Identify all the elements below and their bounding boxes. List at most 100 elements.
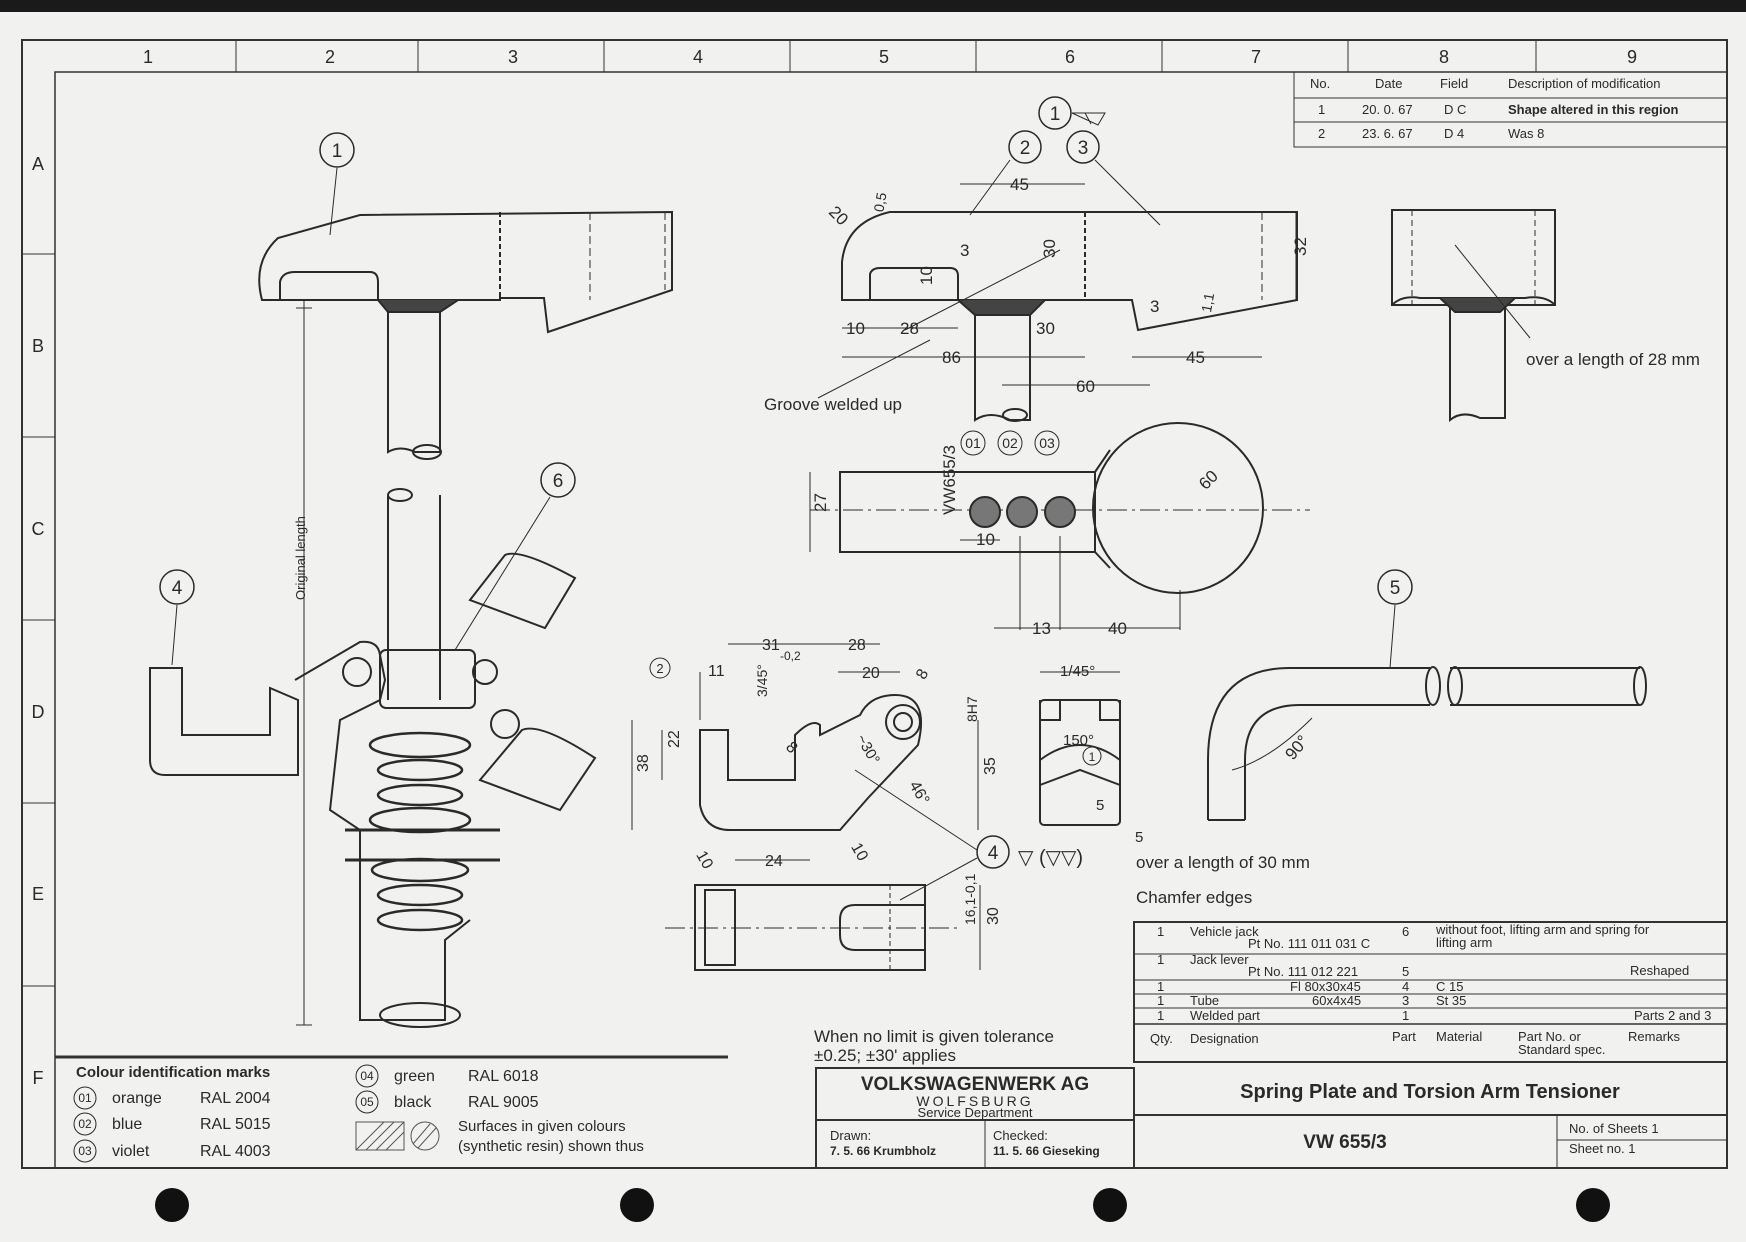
dim-label: 1/45° — [1060, 663, 1095, 680]
dim-label: 38 — [635, 754, 652, 772]
surface-symbol: ▽ (▽▽) — [1018, 847, 1083, 869]
parts-qty: 1 — [1157, 1008, 1164, 1023]
callout-label: 2 — [1020, 138, 1031, 159]
parts-material: lifting arm — [1436, 935, 1492, 950]
parts-part: 1 — [1402, 1008, 1409, 1023]
callout-label: 4 — [172, 578, 183, 599]
rev-header: Field — [1440, 76, 1468, 91]
parts-designation: Fl 80x30x45 — [1290, 979, 1361, 994]
company-block — [815, 1067, 1135, 1169]
grid-col-label: 7 — [1251, 47, 1261, 67]
vehicle-jack-view — [149, 552, 597, 1028]
dim-label: 30 — [1036, 319, 1055, 338]
colour-ral: RAL 4003 — [200, 1143, 271, 1160]
drawing-number: VW 655/3 — [1303, 1132, 1386, 1153]
welded-part-detail-view — [841, 211, 1298, 422]
parts-header: Standard spec. — [1518, 1042, 1605, 1057]
column-labels: 1 2 3 4 5 6 7 8 9 — [143, 47, 1637, 67]
colour-code: 04 — [360, 1069, 374, 1083]
dim-label: 5 — [1096, 797, 1104, 814]
company-name: VOLKSWAGENWERK AG — [861, 1074, 1089, 1095]
plan-view-dims: 24 16,1-0,1 30 — [765, 853, 1002, 925]
callout-5: 5 — [1377, 569, 1413, 669]
grid-row-label: C — [32, 519, 45, 539]
rev-header: Date — [1375, 76, 1402, 91]
callout-group-123: 1 2 3 1 — [319, 96, 1161, 236]
drawn-value: 7. 5. 66 Krumbholz — [830, 1144, 936, 1158]
dim-label: 1,1 — [1198, 291, 1217, 313]
colour-ral: RAL 2004 — [200, 1090, 271, 1107]
sheet-count: No. of Sheets 1 — [1569, 1121, 1659, 1136]
rev-cell: Was 8 — [1508, 126, 1544, 141]
dim-label: 3 — [1150, 297, 1159, 316]
callout-label: 5 — [1390, 578, 1401, 599]
tolerance-note: When no limit is given tolerance — [814, 1027, 1054, 1046]
colour-name: violet — [112, 1143, 150, 1160]
parts-designation: Welded part — [1190, 1008, 1260, 1023]
parts-list-rows: 1 Vehicle jack Pt No. 111 011 031 C 6 wi… — [1150, 922, 1711, 1057]
end-view — [1391, 209, 1556, 423]
parts-part: 4 — [1402, 979, 1409, 994]
grid-col-label: 9 — [1627, 47, 1637, 67]
tolerance-note: ±0.25; ±30' applies — [814, 1046, 956, 1065]
dim-label: 35 — [982, 757, 999, 775]
callout-4-and-6-left: 4 6 — [159, 462, 576, 666]
spring-plate-dim-lines — [631, 643, 979, 830]
rev-cell: 2 — [1318, 126, 1325, 141]
colour-code: 01 — [965, 435, 981, 451]
chamfer-detail-dims: 1/45° 150° 5 5 — [1060, 663, 1143, 846]
parts-qty: 1 — [1157, 993, 1164, 1008]
colour-code: 03 — [1039, 435, 1055, 451]
spring-plate-plan-view — [665, 859, 981, 971]
colour-name: orange — [112, 1090, 162, 1107]
colour-legend: 01 02 03 04 05 orange RAL 2004 blue RAL … — [73, 1064, 539, 1163]
dim-label: 16,1-0,1 — [962, 873, 978, 925]
dim-label: 28 — [848, 637, 866, 654]
stamp-label: VW655/3 — [940, 445, 959, 515]
parts-qty: 1 — [1157, 979, 1164, 994]
parts-remarks: Reshaped — [1630, 963, 1689, 978]
colour-ral: RAL 5015 — [200, 1116, 271, 1133]
grid-col-label: 6 — [1065, 47, 1075, 67]
parts-material: St 35 — [1436, 993, 1466, 1008]
over-30-note: over a length of 30 mm — [1136, 853, 1310, 872]
welded-part-view — [258, 210, 673, 1026]
spring-plate-view — [699, 693, 923, 831]
rev-header: Description of modification — [1508, 76, 1660, 91]
grid-row-label: F — [33, 1068, 44, 1088]
callout-label: 3 — [1078, 138, 1089, 159]
surfaces-note: (synthetic resin) shown thus — [458, 1138, 644, 1155]
colour-code: 05 — [360, 1095, 374, 1109]
grid-col-label: 4 — [693, 47, 703, 67]
dim-label: 22 — [666, 730, 683, 748]
parts-part: 5 — [1402, 964, 1409, 979]
dim-label: 10 — [847, 840, 871, 864]
rev-cell: D 4 — [1444, 126, 1464, 141]
colour-name: black — [394, 1094, 432, 1111]
grid-col-label: 3 — [508, 47, 518, 67]
parts-designation: Pt No. 111 011 031 C — [1248, 936, 1370, 951]
detail-view-dim-lines — [817, 183, 1297, 399]
parts-header: Material — [1436, 1029, 1482, 1044]
colour-name: blue — [112, 1116, 142, 1133]
chamfer-detail-view — [1039, 671, 1121, 826]
colour-ral: RAL 6018 — [468, 1068, 539, 1085]
jack-lever-view — [1207, 666, 1647, 821]
dim-label: 32 — [1291, 237, 1310, 256]
rev-cell: 1 — [1318, 102, 1325, 117]
dim-label: 30 — [985, 907, 1002, 925]
callout-label: 1 — [1089, 750, 1096, 764]
dim-label: 24 — [765, 853, 783, 870]
colour-ral: RAL 9005 — [468, 1094, 539, 1111]
punch-hole — [155, 1188, 189, 1222]
colour-code: 03 — [78, 1144, 92, 1158]
dim-label: 11 — [708, 663, 725, 680]
grid-col-label: 5 — [879, 47, 889, 67]
parts-designation: Tube — [1190, 993, 1219, 1008]
callout-label: 1 — [1050, 104, 1061, 125]
parts-designation: Pt No. 111 012 221 — [1248, 964, 1358, 979]
parts-designation: Vehicle jack — [1190, 924, 1259, 939]
surface-hatch-sample — [355, 1121, 440, 1151]
drawn-label: Drawn: — [830, 1128, 871, 1143]
